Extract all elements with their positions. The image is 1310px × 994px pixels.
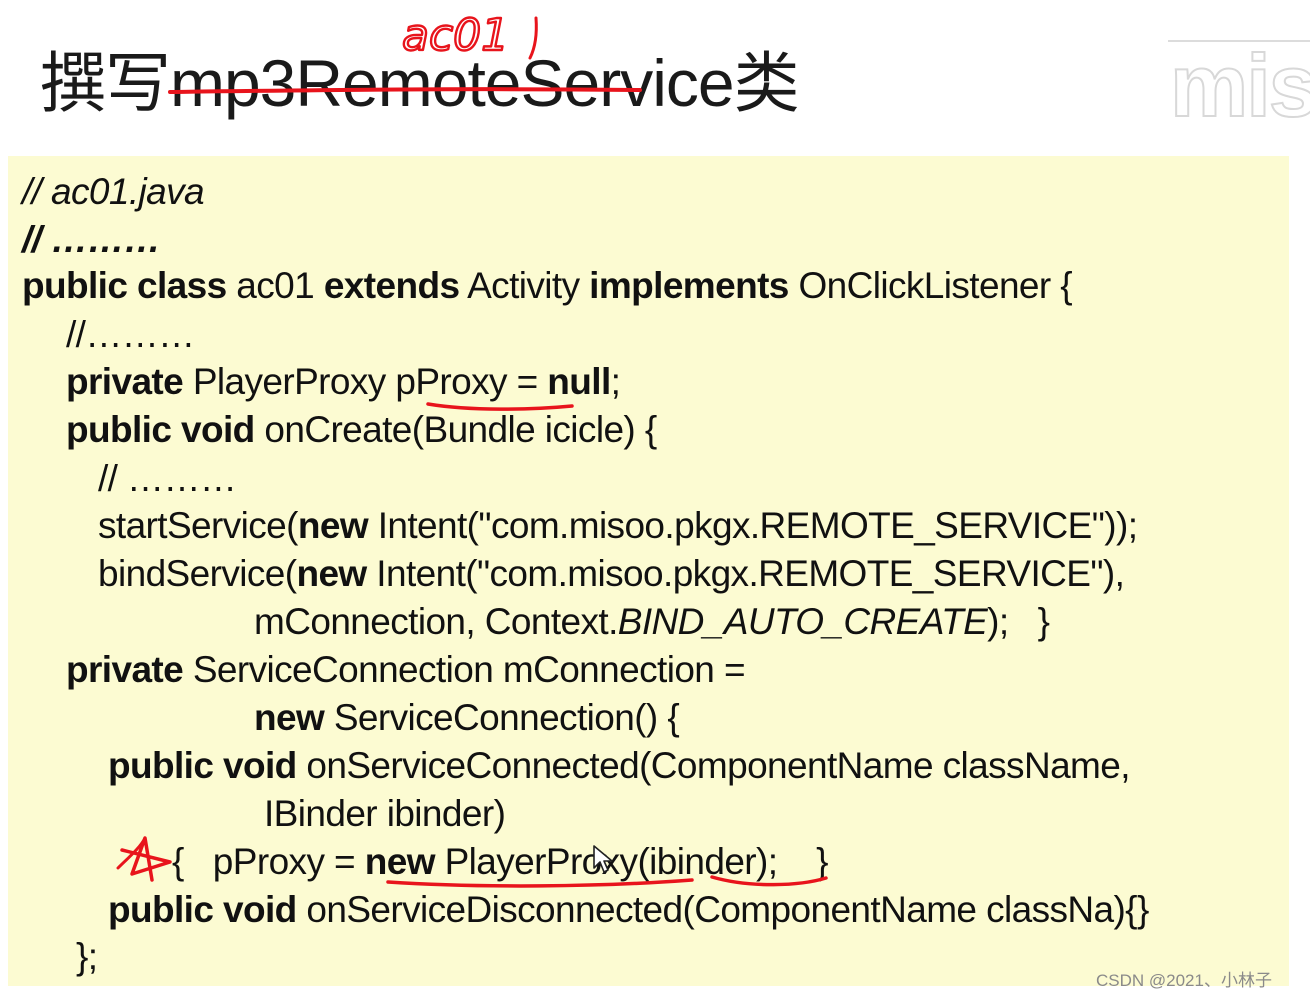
mouse-cursor-icon xyxy=(593,845,613,873)
code-text: Intent("com.misoo.pkgx.REMOTE_SERVICE"))… xyxy=(368,505,1138,546)
code-text: ServiceConnection() { xyxy=(324,697,680,738)
code-line-3: public class ac01 extends Activity imple… xyxy=(22,265,1073,306)
code-line-5: private PlayerProxy pProxy = null; xyxy=(66,361,621,402)
code-text: PlayerProxy pProxy = xyxy=(183,361,548,402)
code-text: mConnection, Context. xyxy=(254,601,618,642)
keyword-extends: extends xyxy=(323,265,460,306)
credit-watermark: CSDN @2021、小林子 xyxy=(1096,971,1272,990)
keyword-public-void: public void xyxy=(108,889,297,930)
keyword-null: null xyxy=(547,361,611,402)
keyword-public-void: public void xyxy=(66,409,255,450)
title-prefix: 撰写 xyxy=(40,46,171,120)
keyword-new: new xyxy=(254,697,325,738)
title-suffix: 类 xyxy=(733,46,800,120)
code-text: OnClickListener { xyxy=(788,265,1073,306)
keyword-private: private xyxy=(66,361,184,402)
keyword-public-void: public void xyxy=(108,745,297,786)
logo-text: mis xyxy=(1169,38,1310,129)
keyword-new: new xyxy=(296,553,367,594)
code-line-15: { pProxy = new PlayerProxy(ibinder); } xyxy=(172,841,829,882)
code-line-14: IBinder ibinder) xyxy=(264,793,506,834)
code-text: PlayerProxy(ibinder); } xyxy=(434,841,829,882)
slide-title: 撰写mp3RemoteService类 xyxy=(40,50,800,116)
constant-bind-auto-create: BIND_AUTO_CREATE xyxy=(617,601,988,642)
code-text: Intent("com.misoo.pkgx.REMOTE_SERVICE"), xyxy=(366,553,1125,594)
keyword-new: new xyxy=(297,505,369,546)
logo-watermark: mis xyxy=(1168,38,1310,128)
code-text: bindService( xyxy=(98,553,297,594)
keyword-implements: implements xyxy=(589,265,789,306)
code-text: ServiceConnection mConnection = xyxy=(183,649,746,690)
code-line-2: // ……… xyxy=(22,219,161,260)
code-line-13: public void onServiceConnected(Component… xyxy=(108,745,1131,786)
code-line-4: //……… xyxy=(66,314,195,355)
code-line-8: startService(new Intent("com.misoo.pkgx.… xyxy=(98,505,1138,546)
code-line-6: public void onCreate(Bundle icicle) { xyxy=(66,411,657,448)
title-class-name-struck: mp3RemoteService xyxy=(170,46,735,120)
keyword-public-class: public class xyxy=(22,265,227,306)
code-line-10: mConnection, Context.BIND_AUTO_CREATE); … xyxy=(254,601,1050,642)
code-text: onServiceDisconnected(ComponentName clas… xyxy=(296,889,1149,930)
code-line-1: // ac01.java xyxy=(22,171,205,212)
code-line-17: }; xyxy=(76,936,98,977)
code-line-16: public void onServiceDisconnected(Compon… xyxy=(108,891,1149,928)
code-text: ); } xyxy=(987,601,1050,642)
code-line-9: bindService(new Intent("com.misoo.pkgx.R… xyxy=(98,553,1125,594)
code-text: { pProxy = xyxy=(172,841,365,882)
logo-line xyxy=(1168,40,1310,42)
code-box xyxy=(8,156,1289,986)
code-line-12: new ServiceConnection() { xyxy=(254,697,680,738)
code-line-7: // ……… xyxy=(98,458,237,499)
code-line-11: private ServiceConnection mConnection = xyxy=(66,649,746,690)
code-text: onCreate(Bundle icicle) { xyxy=(254,409,657,450)
code-text: onServiceConnected(ComponentName classNa… xyxy=(296,745,1130,786)
code-text: Activity xyxy=(459,265,590,306)
code-text: startService( xyxy=(98,505,298,546)
code-text: ; xyxy=(610,361,621,402)
keyword-new: new xyxy=(364,841,436,882)
code-text: ac01 xyxy=(226,265,324,306)
keyword-private: private xyxy=(66,649,184,690)
